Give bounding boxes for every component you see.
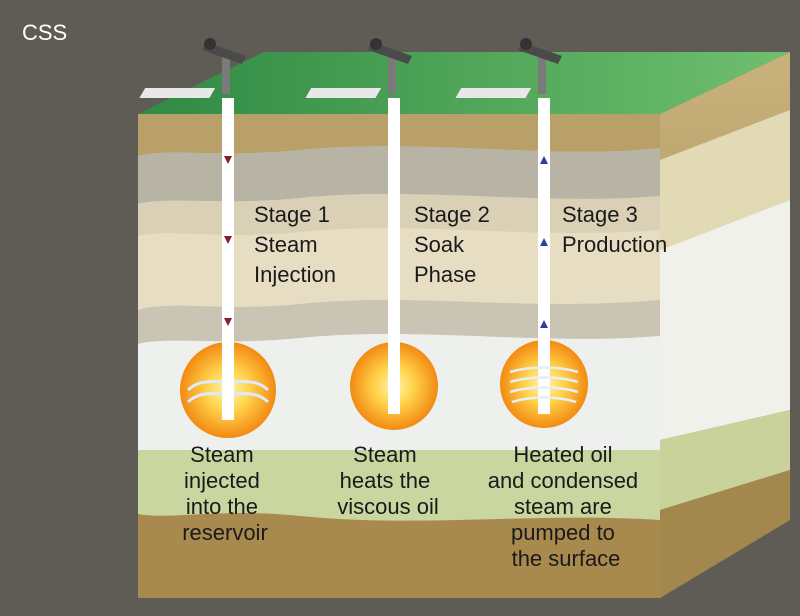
stage-1-heading: Stage 1 Steam Injection <box>254 202 336 287</box>
up-arrow-icon <box>540 156 548 328</box>
block-side-face <box>660 52 790 598</box>
stage-3-caption: Heated oil and condensed steam are pumpe… <box>488 442 645 571</box>
stage-1: Stage 1 Steam Injection Steam injected i… <box>139 38 336 545</box>
stage-2: Stage 2 Soak Phase Steam heats the visco… <box>305 38 496 519</box>
stage-2-caption: Steam heats the viscous oil <box>337 442 438 519</box>
wellbore <box>222 98 234 420</box>
pumpjack-icon <box>455 38 562 98</box>
wellbore <box>538 98 550 414</box>
stage-1-caption: Steam injected into the reservoir <box>182 442 268 545</box>
down-arrow-icon <box>224 156 232 326</box>
pumpjack-icon <box>139 38 246 98</box>
steam-jets <box>186 380 270 404</box>
stage-3-heading: Stage 3 Production <box>562 202 667 257</box>
production-flow-lines <box>509 366 579 404</box>
wellbore <box>388 98 400 414</box>
stage-2-heading: Stage 2 Soak Phase <box>414 202 496 287</box>
diagram-title: CSS <box>22 20 67 45</box>
surface-top <box>138 52 790 114</box>
pumpjack-icon <box>305 38 412 98</box>
stage-3: Stage 3 Production Heated oil and conden… <box>455 38 667 571</box>
